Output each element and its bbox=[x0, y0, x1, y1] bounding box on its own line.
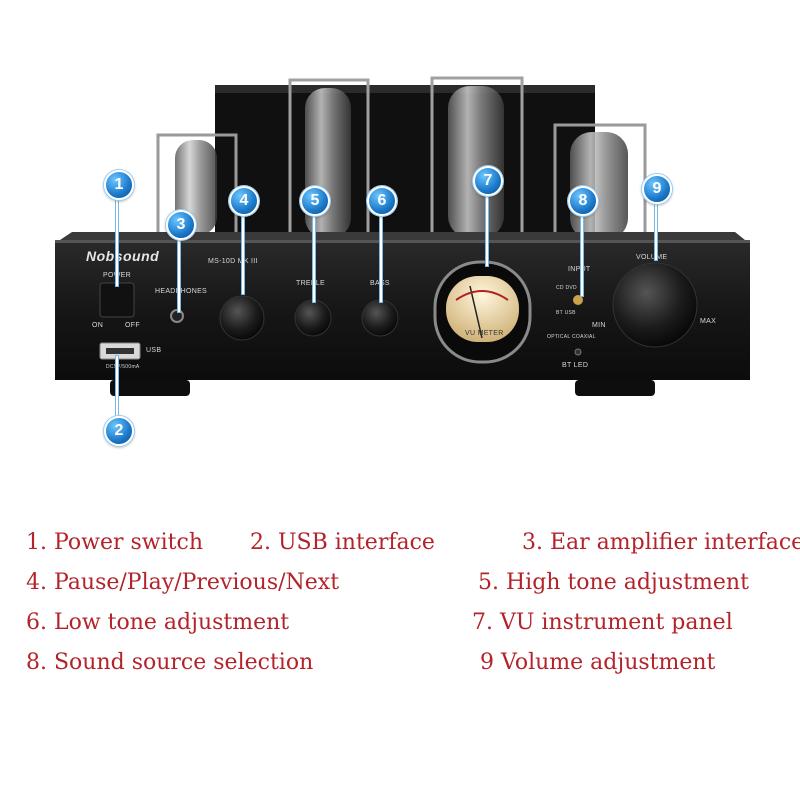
amplifier-photo bbox=[55, 76, 750, 396]
play-control-knob bbox=[219, 295, 265, 341]
usb-spec-label: DC5V/500mA bbox=[106, 364, 140, 370]
min-label: MIN bbox=[592, 322, 606, 329]
callout-line-7 bbox=[486, 194, 488, 266]
bass-label: BASS bbox=[370, 280, 390, 287]
callout-line-8 bbox=[581, 214, 583, 296]
off-label: OFF bbox=[125, 322, 140, 329]
power-switch bbox=[99, 282, 135, 318]
max-label: MAX bbox=[700, 318, 717, 325]
callout-line-6 bbox=[380, 214, 382, 302]
legend-item: 6. Low tone adjustment bbox=[26, 610, 290, 635]
transformer-cover bbox=[215, 85, 595, 240]
callout-badge-5: 5 bbox=[300, 186, 330, 216]
callout-badge-3: 3 bbox=[166, 210, 196, 240]
model-label: MS-10D MK III bbox=[208, 258, 258, 265]
headphones-label: HEADPHONES bbox=[155, 288, 208, 295]
bass-knob bbox=[361, 299, 399, 337]
cd-dvd-label: CD DVD bbox=[556, 285, 577, 291]
callout-badge-6: 6 bbox=[367, 186, 397, 216]
legend-item: 8. Sound source selection bbox=[26, 650, 314, 675]
vu-meter-label: VU METER bbox=[465, 330, 504, 337]
foot-right bbox=[575, 380, 655, 396]
treble-label: TREBLE bbox=[296, 280, 326, 287]
callout-badge-7: 7 bbox=[473, 166, 503, 196]
callout-badge-9: 9 bbox=[642, 174, 672, 204]
callout-line-5 bbox=[313, 214, 315, 302]
brand-logo: Nobsound bbox=[86, 248, 160, 264]
volume-knob bbox=[612, 262, 698, 348]
on-label: ON bbox=[92, 322, 104, 329]
foot-left bbox=[110, 380, 190, 396]
volume-label: VOLUME bbox=[636, 254, 668, 261]
callout-line-1 bbox=[116, 196, 118, 286]
feature-legend: 1. Power switch 2. USB interface 3. Ear … bbox=[0, 520, 800, 700]
callout-line-9 bbox=[655, 200, 657, 260]
callout-badge-8: 8 bbox=[568, 186, 598, 216]
callout-badge-1: 1 bbox=[104, 170, 134, 200]
treble-knob bbox=[294, 299, 332, 337]
optical-coaxial-label: OPTICAL COAXIAL bbox=[547, 334, 596, 340]
bt-led-label: BT LED bbox=[562, 362, 589, 369]
input-selector bbox=[573, 295, 583, 305]
bt-led bbox=[574, 348, 582, 356]
headphone-jack bbox=[170, 309, 184, 323]
legend-item: 2. USB interface bbox=[250, 530, 435, 555]
callout-line-2 bbox=[116, 356, 118, 420]
callout-line-3 bbox=[178, 236, 180, 312]
callout-badge-4: 4 bbox=[229, 186, 259, 216]
legend-item: 1. Power switch bbox=[26, 530, 203, 555]
usb-label: USB bbox=[146, 347, 162, 354]
callout-line-4 bbox=[242, 214, 244, 294]
legend-item: 3. Ear amplifier interface bbox=[522, 530, 800, 555]
callout-badge-2: 2 bbox=[104, 416, 134, 446]
bt-usb-label: BT USB bbox=[556, 310, 576, 316]
legend-item: 7. VU instrument panel bbox=[472, 610, 733, 635]
input-label: INPUT bbox=[568, 266, 591, 273]
legend-item: 5. High tone adjustment bbox=[478, 570, 749, 595]
legend-item: 4. Pause/Play/Previous/Next bbox=[26, 570, 340, 595]
legend-item: 9 Volume adjustment bbox=[480, 650, 716, 675]
